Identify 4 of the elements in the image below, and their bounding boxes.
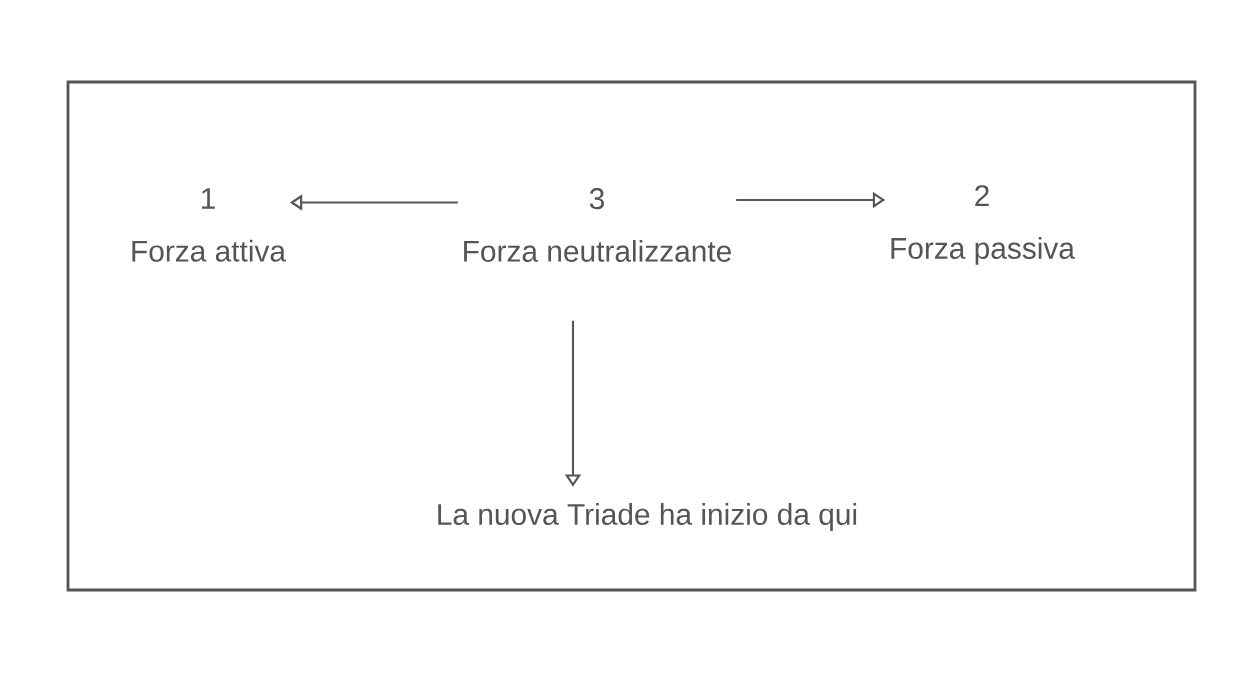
force-label: 3 Forza neutralizzante: [464, 188, 731, 262]
caption-text: La nuova Triade ha inizio da qui: [438, 503, 857, 531]
force-label: 2 Forza passiva: [891, 185, 1075, 265]
force-label: 1 Forza attiva: [132, 188, 286, 262]
